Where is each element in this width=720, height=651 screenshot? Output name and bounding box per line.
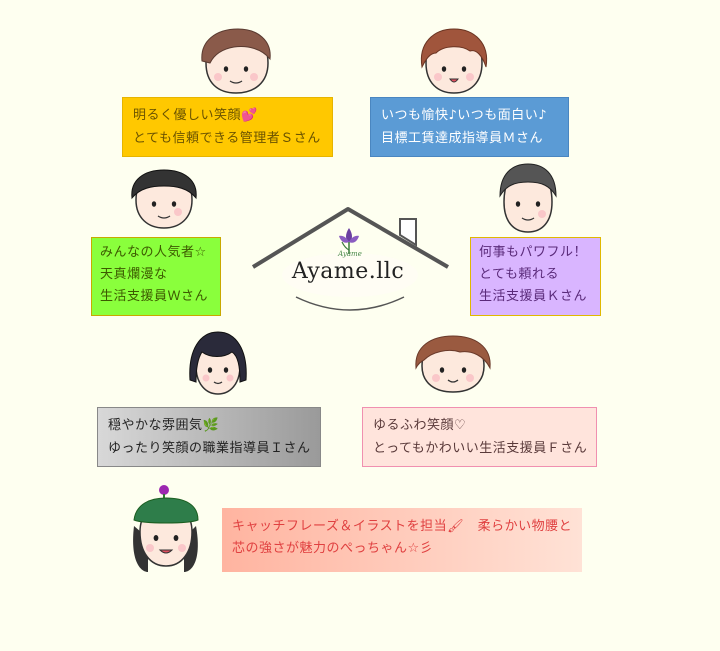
card-w-line1: みんなの人気者☆ — [100, 245, 207, 260]
card-s: 明るく優しい笑顔💕 とても信頼できる管理者Ｓさん — [122, 97, 333, 157]
card-k-line1: 何事もパワフル！ — [479, 245, 588, 260]
iris-flower-icon — [339, 228, 359, 254]
card-m-line1: いつも愉快♪いつも面白い♪ — [381, 108, 548, 123]
card-f-line1: ゆるふわ笑顔♡ — [373, 418, 467, 433]
card-f: ゆるふわ笑顔♡ とってもかわいい生活支援員Ｆさん — [362, 407, 597, 467]
card-m-line2: 目標工賃達成指導員Ｍさん — [381, 131, 544, 146]
face-p-icon — [133, 485, 199, 572]
card-i-line1: 穏やかな雰囲気🌿 — [108, 418, 220, 433]
logo-tagline: Ayame — [338, 250, 362, 258]
card-w-line2: 天真爛漫な — [100, 267, 168, 282]
card-s-line1: 明るく優しい笑顔💕 — [133, 108, 258, 123]
card-m: いつも愉快♪いつも面白い♪ 目標工賃達成指導員Ｍさん — [370, 97, 569, 157]
card-p-line1: キャッチフレーズ＆イラストを担当🖌 柔らかい物腰と — [232, 519, 573, 534]
card-w-line3: 生活支援員Ｗさん — [100, 289, 209, 304]
face-w-icon — [131, 169, 197, 229]
card-s-line2: とても信頼できる管理者Ｓさん — [133, 131, 321, 146]
face-f-icon — [415, 335, 491, 393]
card-k: 何事もパワフル！ とても頼れる 生活支援員Ｋさん — [470, 237, 601, 316]
face-s-icon — [201, 28, 271, 94]
card-w: みんなの人気者☆ 天真爛漫な 生活支援員Ｗさん — [91, 237, 221, 316]
logo-name: Ayame.llc — [291, 259, 405, 284]
face-m-icon — [420, 28, 488, 94]
card-p: キャッチフレーズ＆イラストを担当🖌 柔らかい物腰と 芯の強さが魅力のぺっちゃん☆… — [222, 508, 582, 572]
face-i-icon — [189, 331, 247, 395]
card-k-line2: とても頼れる — [479, 267, 559, 282]
card-p-line2: 芯の強さが魅力のぺっちゃん☆彡 — [232, 541, 434, 556]
card-i: 穏やかな雰囲気🌿 ゆったり笑顔の職業指導員Ｉさん — [97, 407, 321, 467]
house-logo-icon — [251, 207, 450, 311]
card-i-line2: ゆったり笑顔の職業指導員Ｉさん — [108, 441, 311, 456]
card-f-line2: とってもかわいい生活支援員Ｆさん — [373, 441, 588, 456]
card-k-line3: 生活支援員Ｋさん — [479, 289, 588, 304]
face-k-icon — [499, 163, 557, 233]
